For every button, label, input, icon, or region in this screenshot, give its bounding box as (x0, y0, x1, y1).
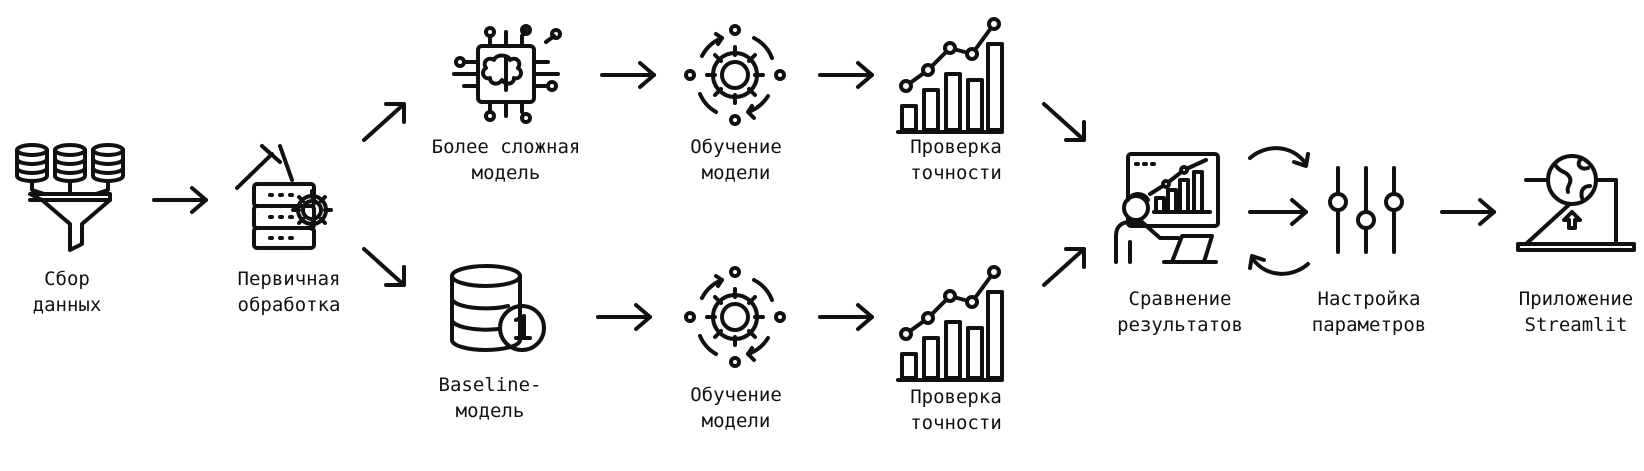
compare-label-line1: Сравнение (1128, 288, 1232, 310)
arrow-train-bottom-to-check (818, 302, 878, 336)
arrow-check-bottom-to-compare (1040, 245, 1090, 294)
arrow-feedback-cycle (1246, 140, 1316, 284)
gear-cycle-icon (684, 24, 786, 126)
arrow-preprocess-to-baseline (360, 245, 410, 294)
check-bottom-label-line1: Проверка (910, 386, 1002, 408)
arrow-check-top-to-compare (1040, 100, 1090, 149)
tune-label-line2: параметров (1311, 314, 1427, 336)
arrow-tune-to-app (1440, 197, 1500, 231)
check-bottom-label: Проверка точности (910, 384, 1002, 436)
check-top-label-line2: точности (910, 162, 1002, 184)
gear-cycle-icon (684, 266, 786, 368)
complex-model-label-line1: Более сложная (431, 136, 581, 158)
analyst-dashboard-icon (1114, 152, 1220, 264)
check-top-node (896, 14, 1006, 134)
app-label-line1: Приложение (1518, 288, 1634, 310)
arrow-collect-to-preprocess (152, 185, 212, 219)
ai-chip-brain-icon (452, 24, 562, 124)
train-bottom-label-line2: модели (701, 410, 771, 432)
check-top-label: Проверка точности (910, 134, 1002, 186)
arrow-train-top-to-check (818, 60, 878, 94)
train-top-label-line2: модели (701, 162, 771, 184)
tune-label-line1: Настройка (1317, 288, 1421, 310)
complex-model-label: Более сложная модель (432, 134, 581, 186)
app-label-line2: Streamlit (1524, 314, 1628, 336)
check-bottom-label-line2: точности (910, 412, 1002, 434)
baseline-model-node (446, 262, 566, 377)
bar-chart-growth-icon (896, 17, 1004, 134)
collect-node (10, 140, 130, 252)
app-node (1516, 150, 1636, 260)
collect-label-line2: данных (32, 294, 102, 316)
preprocess-label-line2: обработка (237, 294, 341, 316)
baseline-model-label-line1: Baseline- (438, 374, 542, 396)
train-top-label-line1: Обучение (690, 136, 782, 158)
app-label: Приложение Streamlit (1519, 286, 1633, 338)
compare-label: Сравнение результатов (1117, 286, 1243, 338)
database-funnel-icon (15, 143, 125, 252)
server-gear-tools-icon (235, 144, 333, 250)
compare-label-line2: результатов (1117, 314, 1243, 336)
laptop-globe-upload-icon (1516, 154, 1636, 252)
arrow-complex-to-train (600, 60, 660, 94)
train-top-label: Обучение модели (690, 134, 782, 186)
preprocess-label: Первичная обработка (238, 266, 341, 318)
tune-label: Настройка параметров (1312, 286, 1426, 338)
complex-model-node (446, 14, 566, 129)
sliders-icon (1328, 166, 1404, 254)
arrow-preprocess-to-complex (360, 100, 410, 149)
bar-chart-growth-icon (896, 265, 1004, 382)
check-top-label-line1: Проверка (910, 136, 1002, 158)
database-badge-one-icon (450, 264, 546, 352)
collect-label: Сбор данных (33, 266, 102, 318)
collect-label-line1: Сбор (44, 268, 90, 290)
train-bottom-label-line1: Обучение (690, 384, 782, 406)
train-bottom-label: Обучение модели (690, 382, 782, 434)
train-bottom-node (680, 262, 790, 372)
compare-node (1110, 150, 1220, 265)
preprocess-node (232, 140, 352, 255)
tune-node (1326, 166, 1406, 256)
preprocess-label-line1: Первичная (237, 268, 341, 290)
check-bottom-node (896, 262, 1006, 382)
complex-model-label-line2: модель (471, 162, 541, 184)
baseline-model-label: Baseline- модель (439, 372, 542, 424)
train-top-node (680, 20, 790, 130)
arrow-baseline-to-train (596, 302, 656, 336)
baseline-model-label-line2: модель (455, 400, 525, 422)
